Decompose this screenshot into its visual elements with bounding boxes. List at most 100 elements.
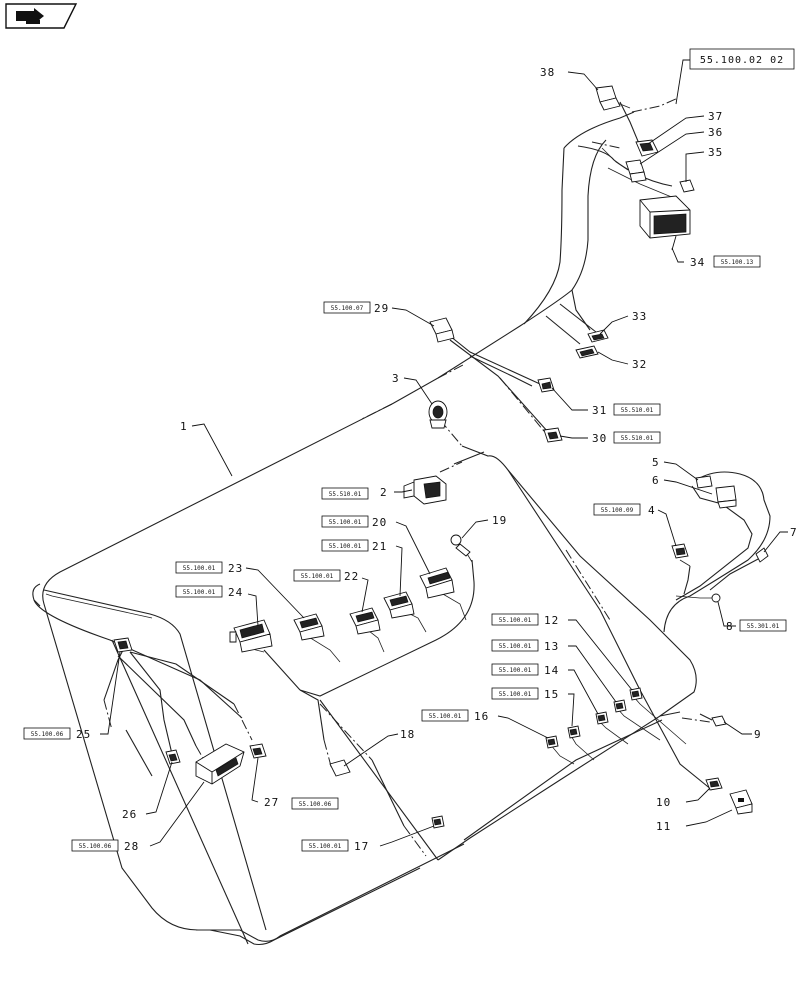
page-forward-icon[interactable] [5,3,78,29]
ref-box-23[interactable]: 55.100.01 [175,561,223,574]
connector-31 [537,377,555,393]
connector-27 [249,743,267,759]
connector-15 [567,725,581,739]
svg-text:55.100.01: 55.100.01 [499,691,532,698]
callout-17: 17 [354,840,369,853]
callout-35: 35 [708,146,723,159]
callout-3: 3 [392,372,400,385]
lamp-28 [195,743,245,785]
ref-box-22[interactable]: 55.100.01 [293,569,341,582]
connector-17 [431,815,445,829]
callout-11: 11 [656,820,671,833]
top-reference-text: 55.100.02 02 [700,55,784,66]
connector-24 [229,619,273,653]
callout-31: 31 [592,404,607,417]
svg-text:55.100.06: 55.100.06 [31,731,64,738]
leader-lines [100,71,788,847]
connector-26 [165,749,181,765]
connector-29 [429,317,455,343]
connector-37 [635,139,659,157]
ref-box-29[interactable]: 55.100.07 [323,301,371,314]
round-plug-3 [428,400,448,429]
callout-8: 8 [726,620,734,633]
callout-2: 2 [380,486,388,499]
svg-text:55.100.01: 55.100.01 [309,843,342,850]
callout-38: 38 [540,66,555,79]
svg-text:55.100.09: 55.100.09 [601,507,634,514]
connector-23 [293,613,325,641]
ref-box-13[interactable]: 55.100.01 [491,639,539,652]
callout-1: 1 [180,420,188,433]
top-reference[interactable]: 55.100.02 02 [689,48,795,70]
connector-4 [671,543,689,559]
svg-text:55.100.01: 55.100.01 [499,667,532,674]
svg-text:55.510.01: 55.510.01 [329,491,362,498]
control-module-34 [639,195,691,251]
callout-labels: 38 37 36 35 34 33 32 29 3 31 30 1 2 19 2… [76,66,798,853]
connector-20 [419,567,455,599]
svg-text:55.100.01: 55.100.01 [183,589,216,596]
ref-box-2[interactable]: 55.510.01 [321,487,369,500]
connector-9 [711,715,727,727]
svg-text:55.100.01: 55.100.01 [329,543,362,550]
connector-36 [625,159,647,183]
svg-text:55.100.01: 55.100.01 [499,643,532,650]
ref-box-28[interactable]: 55.100.06 [71,839,119,852]
svg-text:55.100.13: 55.100.13 [721,259,754,266]
ref-box-17[interactable]: 55.100.01 [301,839,349,852]
callout-25: 25 [76,728,91,741]
callout-18: 18 [400,728,415,741]
callout-32: 32 [632,358,647,371]
ref-box-14[interactable]: 55.100.01 [491,663,539,676]
connector-25 [113,637,133,653]
callout-21: 21 [372,540,387,553]
callout-7: 7 [790,526,798,539]
connector-30 [543,427,563,443]
ref-box-8[interactable]: 55.301.01 [739,619,787,632]
callout-24: 24 [228,586,243,599]
callout-26: 26 [122,808,137,821]
callout-30: 30 [592,432,607,445]
svg-text:55.100.06: 55.100.06 [79,843,112,850]
callout-10: 10 [656,796,671,809]
callout-22: 22 [344,570,359,583]
ref-box-34[interactable]: 55.100.13 [713,255,761,268]
callout-19: 19 [492,514,507,527]
connector-14 [595,711,609,725]
callout-5: 5 [652,456,660,469]
connector-38 [595,85,621,111]
connector-22 [349,607,381,635]
ref-box-12[interactable]: 55.100.01 [491,613,539,626]
callout-12: 12 [544,614,559,627]
ref-box-15[interactable]: 55.100.01 [491,687,539,700]
callout-4: 4 [648,504,656,517]
callout-36: 36 [708,126,723,139]
ref-box-24[interactable]: 55.100.01 [175,585,223,598]
ref-box-21[interactable]: 55.100.01 [321,539,369,552]
ground-lug-35 [679,179,695,193]
connector-18 [329,759,351,777]
ref-box-4[interactable]: 55.100.09 [593,503,641,516]
callout-14: 14 [544,664,559,677]
socket-2 [403,475,447,505]
callout-16: 16 [474,710,489,723]
svg-text:55.100.01: 55.100.01 [329,519,362,526]
callout-33: 33 [632,310,647,323]
ref-box-30[interactable]: 55.510.01 [613,431,661,444]
svg-text:55.100.01: 55.100.01 [499,617,532,624]
svg-text:55.100.01: 55.100.01 [183,565,216,572]
ref-box-31[interactable]: 55.510.01 [613,403,661,416]
connector-6 [715,485,737,509]
ref-box-25[interactable]: 55.100.06 [23,727,71,740]
connector-11 [729,789,753,815]
callout-28: 28 [124,840,139,853]
callout-27: 27 [264,796,279,809]
ref-box-27[interactable]: 55.100.06 [291,797,339,810]
callout-29: 29 [374,302,389,315]
connector-32 [575,345,599,359]
ref-box-20[interactable]: 55.100.01 [321,515,369,528]
ref-box-16[interactable]: 55.100.01 [421,709,469,722]
ring-terminal-8 [711,593,721,603]
